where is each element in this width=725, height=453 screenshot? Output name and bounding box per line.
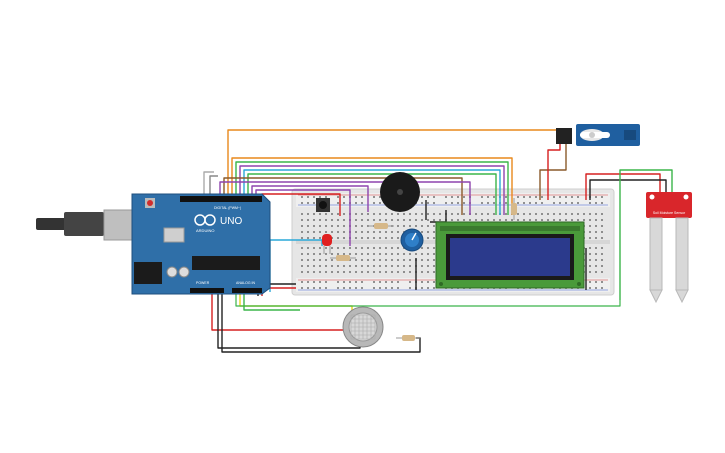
wire-black-moisture[interactable] bbox=[589, 179, 667, 200]
red-led bbox=[322, 234, 332, 254]
resistor-2 bbox=[330, 255, 356, 261]
wire-green-moisture-2[interactable] bbox=[235, 292, 621, 307]
wire-black-gas-2[interactable] bbox=[221, 292, 421, 353]
wire-gray-1[interactable] bbox=[209, 175, 218, 196]
wire-servo-brown[interactable] bbox=[539, 140, 567, 200]
resistor-3 bbox=[511, 198, 517, 220]
wire-yellow-gas[interactable] bbox=[239, 292, 353, 316]
gas-sensor bbox=[342, 306, 384, 348]
arduino-logo-icon bbox=[194, 214, 216, 226]
wire-orange-servo[interactable] bbox=[227, 129, 560, 196]
wire-lcd-5[interactable] bbox=[247, 173, 497, 215]
analog-header[interactable] bbox=[232, 288, 262, 293]
power-header[interactable] bbox=[190, 288, 224, 293]
atmega-chip bbox=[192, 256, 260, 270]
wire-purple-buzzer[interactable] bbox=[251, 185, 369, 212]
wire-lcd-7[interactable] bbox=[219, 181, 471, 215]
wire-lcd-6[interactable] bbox=[223, 177, 463, 215]
digital-pins-label: DIGITAL (PWM~) bbox=[214, 206, 241, 210]
usb-port bbox=[103, 209, 135, 241]
lcd-screen bbox=[450, 238, 570, 276]
wire-red-moisture[interactable] bbox=[585, 173, 661, 200]
wire-green-gas[interactable] bbox=[243, 292, 300, 311]
wire-lcd-3[interactable] bbox=[239, 165, 505, 215]
arduino-uno-board[interactable]: UNO ARDUINO DIGITAL (PWM~) POWER ANALOG … bbox=[36, 193, 271, 295]
power-pins-label: POWER bbox=[196, 281, 210, 285]
piezo-buzzer bbox=[380, 172, 420, 212]
pushbutton[interactable] bbox=[316, 198, 330, 212]
wire-red-gas[interactable] bbox=[211, 292, 344, 331]
soil-moisture-sensor: Soil Moisture Sensor bbox=[646, 192, 692, 304]
wire-gray-2[interactable] bbox=[203, 171, 214, 196]
board-brand-label: ARDUINO bbox=[196, 228, 214, 233]
wire-purple-led[interactable] bbox=[255, 189, 351, 246]
analog-pins-label: ANALOG IN bbox=[236, 281, 256, 285]
wire-green-moisture[interactable] bbox=[619, 169, 673, 300]
wire-lcd-4[interactable] bbox=[243, 169, 501, 215]
resistor-1 bbox=[368, 223, 394, 229]
lcd-16x2 bbox=[435, 221, 585, 289]
servo-motor bbox=[556, 124, 640, 146]
potentiometer-knob[interactable] bbox=[400, 228, 424, 252]
moisture-sensor-label: Soil Moisture Sensor bbox=[653, 211, 686, 215]
resistor-gas bbox=[396, 335, 420, 341]
wire-lcd-2[interactable] bbox=[235, 161, 509, 215]
wire-lcd-1[interactable] bbox=[231, 157, 513, 215]
usb-cable bbox=[36, 218, 66, 230]
power-jack bbox=[134, 262, 162, 284]
digital-header[interactable] bbox=[180, 196, 262, 202]
board-model-label: UNO bbox=[220, 216, 242, 227]
